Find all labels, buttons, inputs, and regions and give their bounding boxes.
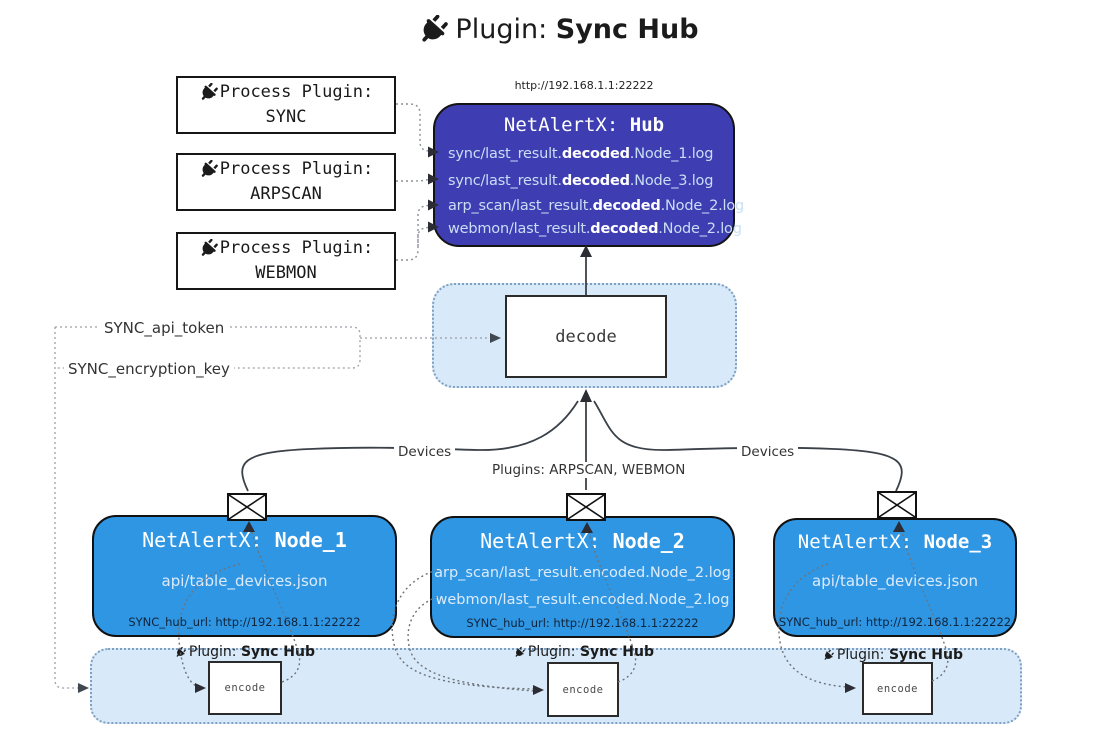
- plug-icon: [199, 160, 218, 179]
- plug-icon: [175, 645, 186, 660]
- plug-icon: [199, 83, 218, 102]
- plug-icon: [823, 648, 834, 663]
- envelope-icon: [566, 493, 606, 521]
- encoder-plugin-label: Plugin: Sync Hub: [175, 644, 315, 660]
- envelope-icon: [227, 493, 267, 521]
- node-1-box: NetAlertX: Node_1 api/table_devices.json…: [92, 515, 397, 637]
- node-file: arp_scan/last_result.encoded.Node_2.log: [434, 565, 731, 581]
- title-name: Sync Hub: [555, 14, 699, 45]
- hub-title: NetAlertX: Hub: [503, 114, 665, 136]
- process-plugin-sync: Process Plugin: SYNC: [176, 76, 396, 134]
- page-title: Plugin: Sync Hub: [0, 14, 1117, 45]
- hub-log-line: sync/last_result.decoded.Node_3.log: [448, 172, 714, 189]
- title-prefix: Plugin:: [455, 14, 556, 45]
- node-hub-url: SYNC_hub_url: http://192.168.1.1:22222: [778, 615, 1012, 629]
- node-file: api/table_devices.json: [812, 572, 978, 590]
- node-title: NetAlertX: Node_2: [480, 529, 685, 553]
- process-plugin-name: ARPSCAN: [250, 184, 322, 204]
- envelope-icon: [877, 491, 917, 519]
- encoder-plugin-label: Plugin: Sync Hub: [823, 647, 963, 663]
- node-title: NetAlertX: Node_1: [142, 528, 347, 552]
- decode-box: decode: [505, 295, 667, 378]
- node-title: NetAlertX: Node_3: [797, 531, 993, 553]
- hub-box: NetAlertX: Hub sync/last_result.decoded.…: [433, 103, 745, 247]
- devices-label-left: Devices: [394, 444, 456, 460]
- devices-label-right: Devices: [737, 444, 799, 460]
- sync-api-token-label: SYNC_api_token: [100, 319, 229, 337]
- process-plugin-arpscan: Process Plugin: ARPSCAN: [176, 153, 396, 211]
- process-plugin-name: SYNC: [265, 107, 307, 127]
- encode-box: encode: [208, 661, 282, 715]
- encode-box: encode: [862, 662, 933, 715]
- plug-icon: [514, 645, 525, 660]
- hub-log-line: webmon/last_result.decoded.Node_2.log: [448, 220, 742, 237]
- plug-icon: [418, 15, 448, 45]
- process-plugin-webmon: Process Plugin: WEBMON: [176, 232, 396, 290]
- process-plugin-label: Process Plugin:: [219, 82, 374, 103]
- node-3-box: NetAlertX: Node_3 api/table_devices.json…: [773, 518, 1017, 637]
- node-file: api/table_devices.json: [161, 572, 328, 590]
- encode-box: encode: [547, 662, 619, 717]
- hub-log-list: sync/last_result.decoded.Node_1.log sync…: [435, 140, 745, 240]
- hub-url: http://192.168.1.1:22222: [514, 79, 654, 92]
- plug-icon: [199, 239, 218, 258]
- encoder-plugin-label: Plugin: Sync Hub: [514, 644, 654, 660]
- process-plugin-name: WEBMON: [255, 263, 317, 283]
- sync-encryption-key-label: SYNC_encryption_key: [64, 360, 234, 378]
- node-file: webmon/last_result.encoded.Node_2.log: [435, 592, 730, 608]
- process-plugin-label: Process Plugin:: [219, 238, 374, 259]
- hub-log-line: sync/last_result.decoded.Node_1.log: [448, 145, 714, 162]
- node-hub-url: SYNC_hub_url: http://192.168.1.1:22222: [128, 615, 361, 629]
- plugins-label-center: Plugins: ARPSCAN, WEBMON: [488, 462, 690, 478]
- process-plugin-label: Process Plugin:: [219, 159, 374, 180]
- node-2-box: NetAlertX: Node_2 arp_scan/last_result.e…: [430, 516, 735, 638]
- node-hub-url: SYNC_hub_url: http://192.168.1.1:22222: [466, 616, 699, 630]
- hub-log-line: arp_scan/last_result.decoded.Node_2.log: [448, 197, 745, 214]
